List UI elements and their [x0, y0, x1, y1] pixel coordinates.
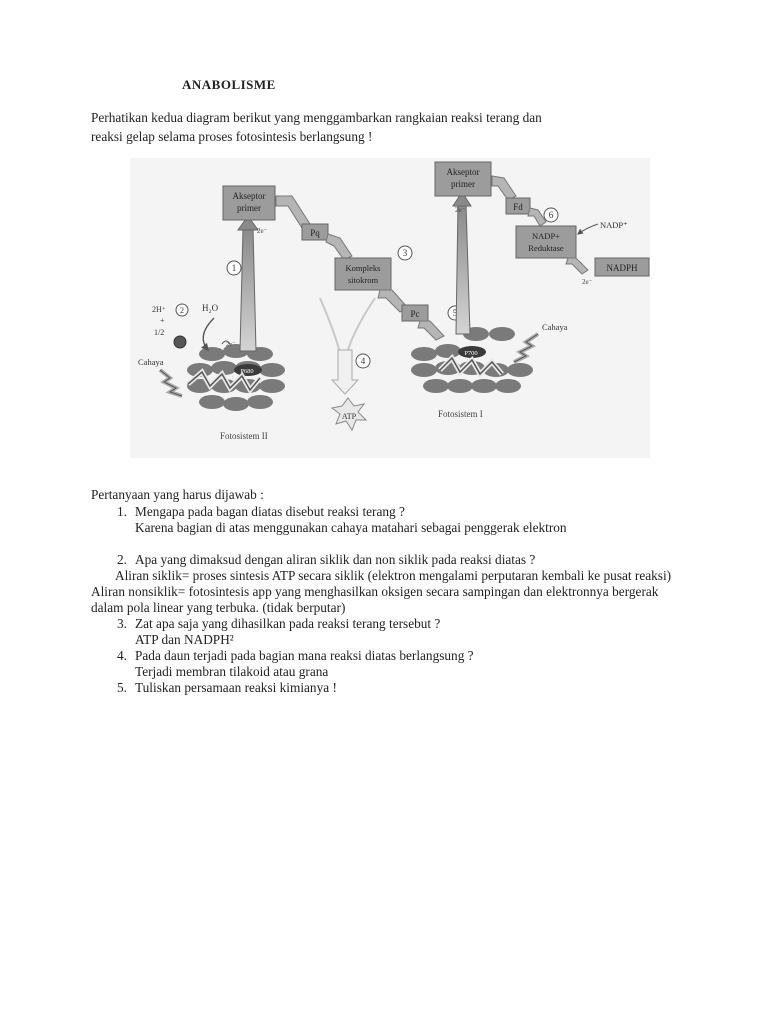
question-text: Apa yang dimaksud dengan aliran siklik d… — [135, 552, 536, 567]
p700-center — [458, 346, 486, 358]
answer-line: Aliran siklik= proses sintesis ATP secar… — [115, 568, 672, 583]
answer-line: dalam pola linear yang terbuka. (tidak b… — [91, 600, 346, 615]
nadph-box — [594, 257, 650, 277]
question-text: Tuliskan persamaan reaksi kimianya ! — [135, 680, 337, 695]
svg-text:2e⁻: 2e⁻ — [226, 341, 236, 348]
fd-box — [505, 197, 531, 215]
intro-line: reaksi gelap selama proses fotosintesis … — [91, 129, 373, 144]
svg-text:Pq: Pq — [310, 228, 320, 238]
questions-heading: Pertanyaan yang harus dijawab : — [91, 487, 264, 502]
svg-text:Pc: Pc — [411, 309, 420, 319]
question-text: Zat apa saja yang dihasilkan pada reaksi… — [135, 616, 441, 631]
nadph-label: NADPH — [606, 263, 638, 273]
akseptor-primer-psi — [434, 161, 492, 197]
question-item: 1. Mengapa pada bagan diatas disebut rea… — [91, 504, 761, 520]
step-4-marker — [355, 353, 371, 369]
cahaya-psii-label: Cahaya — [138, 357, 164, 367]
step-2-marker — [175, 303, 189, 317]
svg-text:+: + — [160, 316, 165, 325]
answer-text: ATP dan NADPH² — [135, 632, 234, 647]
svg-text:Akseptor: Akseptor — [447, 167, 480, 177]
p680-center — [234, 364, 262, 376]
akseptor-primer-psii — [222, 185, 276, 221]
question-item: 5. Tuliskan persamaan reaksi kimianya ! — [91, 680, 761, 696]
svg-text:primer: primer — [237, 203, 261, 213]
answer-text: Karena bagian di atas menggunakan cahaya… — [135, 520, 567, 535]
electron-label: 2e⁻ — [257, 227, 268, 235]
atp-arrow — [330, 349, 360, 395]
svg-text:sitokrom: sitokrom — [348, 275, 379, 285]
intro-line: Perhatikan kedua diagram berikut yang me… — [91, 110, 542, 125]
question-number: 5. — [117, 680, 127, 695]
page-title: ANABOLISME — [182, 77, 276, 92]
svg-text:2e⁻: 2e⁻ — [455, 206, 466, 214]
nadp-input-arrow — [577, 223, 599, 235]
pc-box — [401, 304, 429, 322]
svg-text:Kompleks: Kompleks — [346, 263, 381, 273]
photosystem-i — [411, 327, 533, 393]
svg-text:Akseptor: Akseptor — [233, 191, 266, 201]
question-text: Pada daun terjadi pada bagian mana reaks… — [135, 648, 474, 663]
water-split-arrow — [200, 317, 215, 352]
atp-flow-line — [319, 297, 341, 354]
question-text: Mengapa pada bagan diatas disebut reaksi… — [135, 504, 405, 519]
svg-text:NADP+: NADP+ — [532, 231, 560, 241]
step-1-marker — [226, 260, 242, 276]
pq-box — [301, 223, 329, 241]
p700-label: P700 — [464, 350, 477, 357]
step-6-marker — [543, 207, 559, 223]
oxygen-molecule — [173, 335, 187, 349]
hydrogen-ions-label: 2H⁺ — [152, 305, 166, 314]
intro-paragraph: Perhatikan kedua diagram berikut yang me… — [91, 108, 651, 146]
cahaya-psi-label: Cahaya — [542, 322, 568, 332]
atp-starburst — [330, 397, 368, 432]
question-number: 2. — [117, 552, 127, 567]
svg-text:Reduktase: Reduktase — [528, 243, 564, 253]
fotosistem-ii-label: Fotosistem II — [220, 431, 268, 441]
kompleks-sitokrom-box — [334, 257, 392, 291]
question-number: 4. — [117, 648, 127, 663]
question-item: 3. Zat apa saja yang dihasilkan pada rea… — [91, 616, 761, 632]
question-number: 3. — [117, 616, 127, 631]
step-3-marker — [397, 245, 413, 261]
electron-beam-1 — [239, 227, 257, 352]
questions-section: Pertanyaan yang harus dijawab : 1. Menga… — [91, 487, 761, 696]
h2o-label: H₂O — [202, 303, 219, 313]
svg-text:6: 6 — [549, 210, 554, 220]
photosystem-ii — [186, 344, 285, 411]
svg-text:2: 2 — [180, 306, 184, 315]
photosynthesis-light-reaction-diagram: P680 Fotosistem II 1 2e⁻ Akseptor primer… — [130, 158, 650, 458]
svg-text:3: 3 — [403, 248, 408, 258]
nadp-reduktase-box — [515, 225, 577, 259]
question-item: 2. Apa yang dimaksud dengan aliran sikli… — [91, 552, 761, 568]
svg-text:2e⁻: 2e⁻ — [582, 278, 593, 286]
svg-text:Fd: Fd — [513, 202, 523, 212]
p680-label: P680 — [240, 368, 253, 375]
svg-text:1: 1 — [232, 263, 237, 273]
question-item: 4. Pada daun terjadi pada bagian mana re… — [91, 648, 761, 664]
svg-text:primer: primer — [451, 179, 475, 189]
answer-line: Aliran nonsiklik= fotosintesis app yang … — [91, 584, 659, 599]
question-number: 1. — [117, 504, 127, 519]
atp-label: ATP — [342, 412, 357, 421]
svg-text:1/2: 1/2 — [154, 328, 164, 337]
nadp-plus-label: NADP⁺ — [600, 220, 628, 230]
fotosistem-i-label: Fotosistem I — [438, 409, 483, 419]
svg-text:4: 4 — [361, 356, 366, 366]
svg-text:5: 5 — [453, 308, 458, 318]
answer-text: Terjadi membran tilakoid atau grana — [135, 664, 329, 679]
